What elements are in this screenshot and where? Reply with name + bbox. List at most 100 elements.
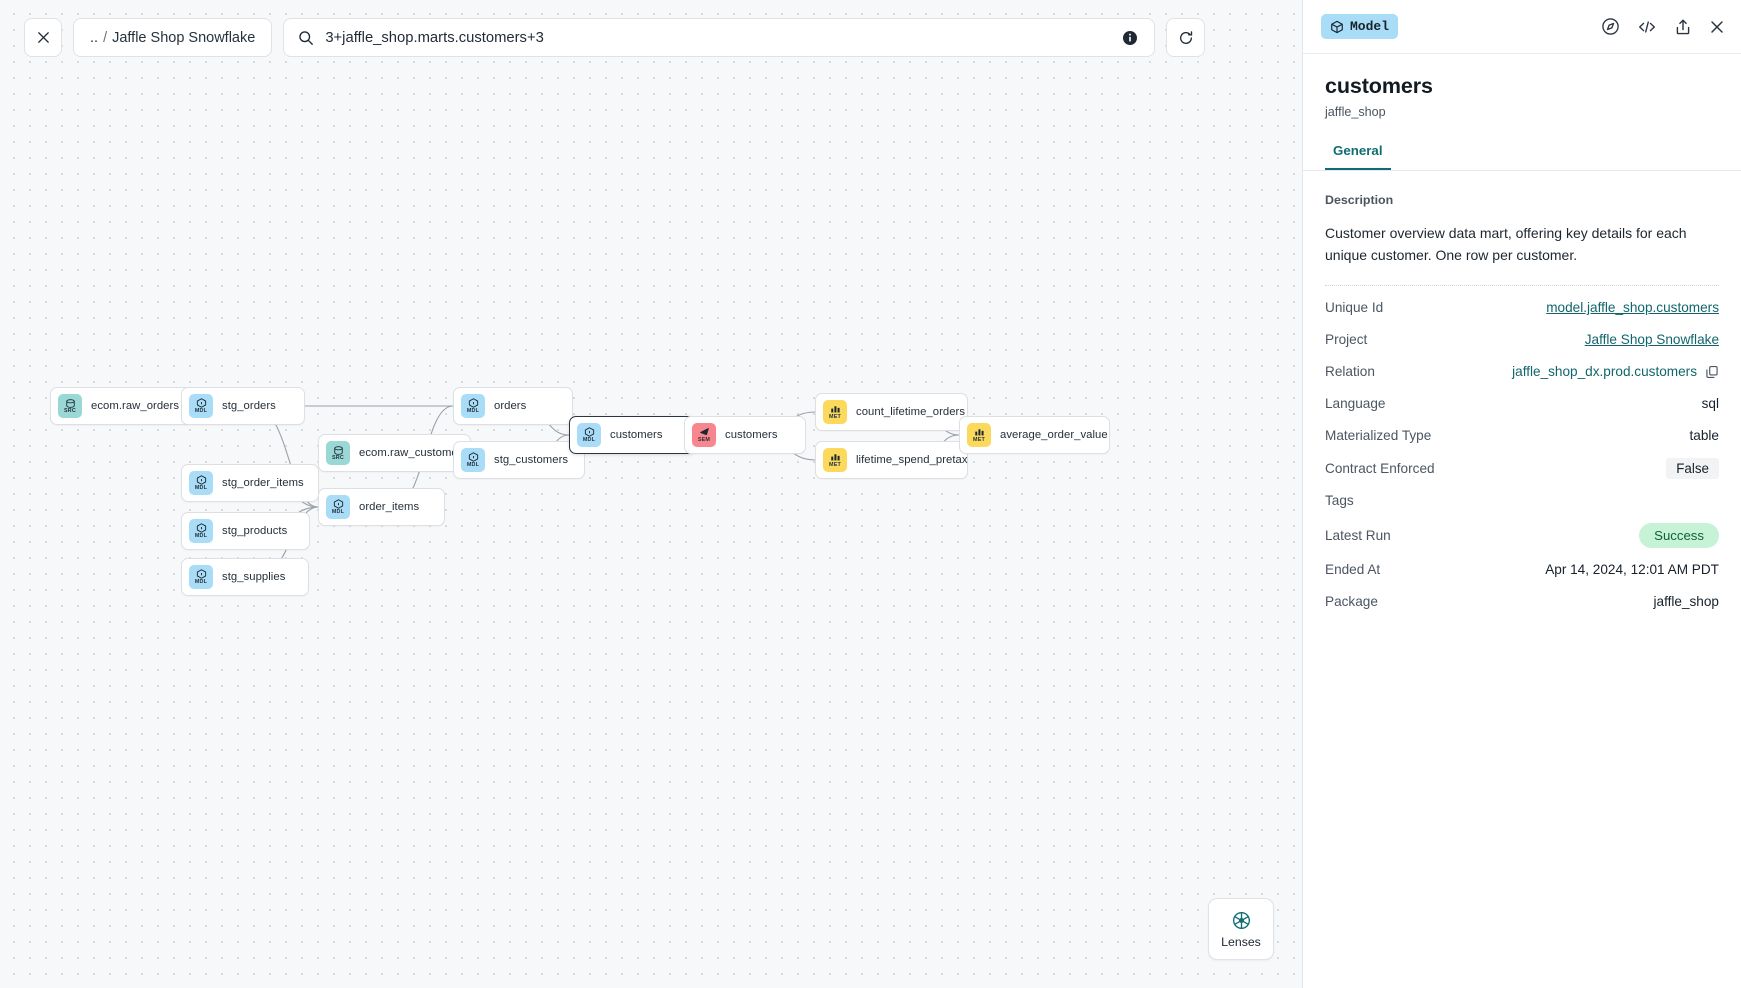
close-icon: [37, 32, 49, 43]
graph-node-stg_customers[interactable]: MDL stg_customers: [453, 441, 585, 479]
description-label: Description: [1325, 193, 1394, 207]
close-lineage-button[interactable]: [24, 18, 62, 57]
detail-value-wrap: False: [1666, 457, 1719, 479]
node-type-badge-mdl-icon: MDL: [326, 495, 350, 519]
node-type-badge-mdl-icon: MDL: [461, 394, 485, 418]
graph-node-customers_semantic[interactable]: SEM customers: [684, 416, 806, 454]
canvas-toolbar: .. / Jaffle Shop Snowflake 3+jaffle_shop…: [24, 18, 1206, 57]
node-label: stg_products: [222, 525, 288, 537]
refresh-button[interactable]: [1166, 18, 1206, 57]
page-subtitle: jaffle_shop: [1325, 105, 1386, 119]
close-icon[interactable]: [1709, 19, 1725, 35]
node-type-tag: SRC: [332, 454, 344, 461]
detail-key: Contract Enforced: [1325, 460, 1435, 476]
detail-value-wrap: Jaffle Shop Snowflake: [1585, 332, 1719, 347]
node-label: orders: [494, 400, 527, 412]
node-label: stg_customers: [494, 454, 569, 466]
panel-content: Description Customer overview data mart,…: [1303, 171, 1741, 618]
graph-node-count_lifetime_orders[interactable]: MET count_lifetime_orders: [815, 393, 968, 431]
detail-value-wrap: model.jaffle_shop.customers: [1546, 300, 1719, 315]
lineage-compass-icon[interactable]: [1601, 17, 1620, 36]
detail-value-wrap: jaffle_shop: [1653, 594, 1719, 609]
lineage-canvas[interactable]: .. / Jaffle Shop Snowflake 3+jaffle_shop…: [0, 0, 1302, 988]
info-icon[interactable]: [1122, 30, 1138, 46]
detail-row: Project Jaffle Shop Snowflake: [1325, 324, 1719, 356]
node-label: stg_supplies: [222, 571, 286, 583]
search-icon: [299, 30, 314, 45]
panel-title-block: customers jaffle_shop: [1303, 54, 1741, 119]
graph-node-lifetime_spend_pretax[interactable]: MET lifetime_spend_pretax: [815, 441, 968, 479]
breadcrumb[interactable]: .. / Jaffle Shop Snowflake: [73, 18, 273, 57]
resource-type-chip: Model: [1321, 14, 1399, 39]
node-type-badge-src-icon: SRC: [326, 441, 350, 465]
detail-key: Package: [1325, 594, 1378, 610]
cube-icon: [1331, 20, 1343, 33]
detail-value: table: [1689, 428, 1719, 444]
node-type-badge-mdl-icon: MDL: [461, 448, 485, 472]
node-type-tag: SEM: [697, 437, 711, 443]
node-type-tag: MDL: [466, 462, 480, 468]
breadcrumb-prefix: ..: [90, 29, 99, 46]
detail-key: Language: [1325, 396, 1386, 412]
detail-row: Language sql: [1325, 388, 1719, 420]
detail-value-link[interactable]: Jaffle Shop Snowflake: [1584, 332, 1719, 348]
node-type-badge-met-icon: MET: [823, 400, 847, 424]
lenses-button[interactable]: Lenses: [1208, 898, 1274, 960]
lenses-label: Lenses: [1221, 934, 1261, 949]
breadcrumb-separator: /: [103, 29, 108, 46]
graph-node-stg_supplies[interactable]: MDL stg_supplies: [181, 558, 309, 596]
copy-icon[interactable]: [1705, 365, 1719, 379]
node-type-tag: MDL: [466, 408, 480, 414]
detail-key: Unique Id: [1325, 300, 1384, 316]
node-type-badge-mdl-icon: MDL: [189, 471, 213, 495]
detail-value-pill: False: [1666, 457, 1719, 479]
node-label: customers: [725, 429, 778, 441]
status-badge: Success: [1639, 522, 1719, 548]
refresh-icon: [1179, 30, 1192, 44]
graph-node-orders[interactable]: MDL orders: [453, 387, 573, 425]
node-type-badge-mdl-icon: MDL: [189, 565, 213, 589]
detail-value-link[interactable]: model.jaffle_shop.customers: [1546, 300, 1719, 316]
detail-row: Contract Enforced False: [1325, 452, 1719, 485]
detail-key: Latest Run: [1325, 527, 1391, 543]
node-type-tag: MDL: [331, 509, 345, 515]
code-icon[interactable]: [1637, 17, 1657, 37]
divider: [1325, 284, 1719, 286]
lens-icon: [1232, 911, 1250, 929]
detail-value-wrap: sql: [1702, 396, 1719, 411]
share-icon[interactable]: [1674, 18, 1692, 36]
node-type-tag: SRC: [64, 407, 76, 414]
node-label: stg_orders: [222, 400, 276, 412]
node-type-tag: MDL: [194, 408, 208, 414]
detail-key: Project: [1325, 332, 1368, 348]
node-type-tag: MET: [829, 414, 841, 420]
node-type-tag: MET: [973, 437, 985, 443]
node-type-badge-met-icon: MET: [823, 448, 847, 472]
node-type-tag: MET: [829, 462, 841, 468]
panel-action-buttons: [1601, 17, 1725, 37]
node-type-tag: MDL: [194, 579, 208, 585]
node-label: count_lifetime_orders: [856, 406, 966, 418]
detail-value: sql: [1701, 396, 1719, 412]
description-text: Customer overview data mart, offering ke…: [1325, 225, 1687, 264]
node-label: customers: [610, 429, 663, 441]
search-input[interactable]: 3+jaffle_shop.marts.customers+3: [283, 18, 1156, 57]
node-label: lifetime_spend_pretax: [856, 454, 968, 466]
tab-general[interactable]: General: [1325, 143, 1391, 170]
detail-value-link[interactable]: jaffle_shop_dx.prod.customers: [1512, 364, 1697, 380]
graph-node-stg_orders[interactable]: MDL stg_orders: [181, 387, 305, 425]
search-query-text: 3+jaffle_shop.marts.customers+3: [325, 29, 544, 46]
resource-type-label: Model: [1350, 19, 1390, 34]
detail-value-wrap: table: [1690, 428, 1719, 443]
detail-key: Ended At: [1325, 562, 1381, 578]
